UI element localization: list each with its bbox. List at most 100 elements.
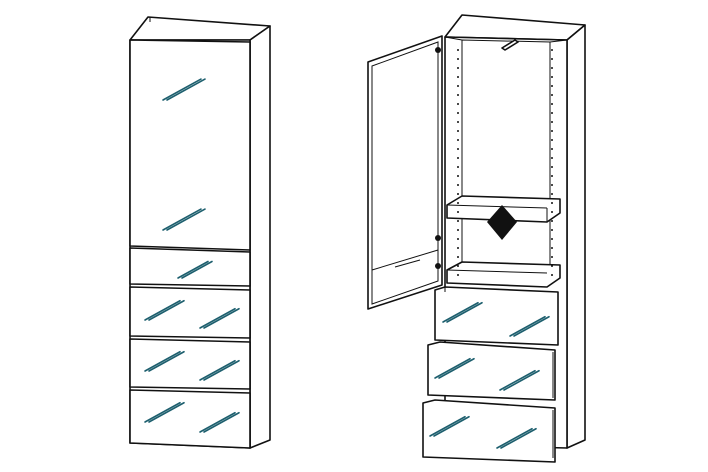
glass-reflection-line xyxy=(500,427,537,449)
shelf-hole xyxy=(551,265,553,267)
open-drawer xyxy=(434,286,559,346)
glass-reflection-line xyxy=(499,369,536,391)
shelf-hole xyxy=(551,67,553,69)
glass-reflection-line xyxy=(429,415,466,437)
shelf-hole xyxy=(551,157,553,159)
glass-reflection-line xyxy=(148,401,185,423)
shelf-hole xyxy=(457,112,459,114)
shelf-hole xyxy=(457,166,459,168)
shelf-hole xyxy=(551,94,553,96)
glass-reflections xyxy=(429,301,550,449)
hinge-icon xyxy=(435,47,441,53)
shelf-hole xyxy=(457,175,459,177)
glass-reflection-line xyxy=(433,415,470,437)
open-drawer xyxy=(422,399,556,463)
glass-reflections xyxy=(144,78,240,433)
shelf-hole xyxy=(457,49,459,51)
glass-reflection-line xyxy=(503,369,540,391)
shelf-hole xyxy=(551,211,553,213)
shelf-hole xyxy=(551,112,553,114)
shelf-hole xyxy=(551,139,553,141)
shelf-hole xyxy=(551,202,553,204)
open-door xyxy=(367,35,443,310)
shelf-hole xyxy=(551,256,553,258)
shelf-hole xyxy=(551,49,553,51)
cabinet-side xyxy=(249,25,271,449)
shelf-holes xyxy=(457,49,553,276)
shelf-hole xyxy=(457,94,459,96)
shelf-hole xyxy=(551,121,553,123)
glass-reflection-line xyxy=(434,357,471,379)
glass-reflection-line xyxy=(199,307,236,329)
shelf-hole xyxy=(457,211,459,213)
shelf-hole xyxy=(551,175,553,177)
shelf xyxy=(446,261,561,288)
shelf-hole xyxy=(457,184,459,186)
glass-door xyxy=(129,39,251,251)
shelf-hole xyxy=(551,148,553,150)
cabinet-side xyxy=(566,24,586,449)
glass-reflection-line xyxy=(509,315,546,337)
shelf-hole xyxy=(457,130,459,132)
glass-reflection-line xyxy=(496,427,533,449)
glass-reflection-line xyxy=(144,350,181,372)
shelf-hole xyxy=(551,238,553,240)
glass-reflection-line xyxy=(148,299,185,321)
glass-reflection-line xyxy=(162,208,202,231)
glass-reflection-line xyxy=(199,411,236,433)
hanging-rail xyxy=(501,39,519,51)
drawer xyxy=(129,389,251,449)
shelf-hole xyxy=(457,265,459,267)
shelf-hole xyxy=(551,193,553,195)
glass-reflection-line xyxy=(199,359,236,381)
shelf-hole xyxy=(457,229,459,231)
hinge-icon xyxy=(435,263,441,269)
glass-reflection-line xyxy=(446,301,483,323)
shelf-hole xyxy=(457,58,459,60)
shelf-hole xyxy=(457,193,459,195)
hinge-icon xyxy=(435,235,441,241)
glass-reflection-line xyxy=(166,208,206,231)
glass-reflection-line xyxy=(148,350,185,372)
closed-cabinet xyxy=(129,16,271,449)
shelf-hole xyxy=(551,247,553,249)
shelf-hole xyxy=(457,202,459,204)
glass-reflection-line xyxy=(162,78,202,101)
diamond-icon xyxy=(487,205,517,240)
glass-reflection-line xyxy=(166,78,206,101)
shelf-hole xyxy=(551,58,553,60)
drawer xyxy=(129,286,251,339)
shelf-hole xyxy=(551,85,553,87)
open-cabinet xyxy=(367,14,586,463)
shelf-hole xyxy=(457,220,459,222)
glass-reflection-line xyxy=(203,411,240,433)
shelf-hole xyxy=(551,76,553,78)
glass-reflection-line xyxy=(203,307,240,329)
drawer xyxy=(129,247,251,287)
glass-reflection-line xyxy=(144,299,181,321)
shelf-hole xyxy=(551,166,553,168)
shelf-hole xyxy=(457,247,459,249)
shelf-hole xyxy=(457,157,459,159)
shelf-hole xyxy=(457,76,459,78)
shelf-hole xyxy=(457,121,459,123)
glass-reflection-line xyxy=(144,401,181,423)
glass-reflection-line xyxy=(442,301,479,323)
cabinet-top xyxy=(129,16,271,41)
glass-reflection-line xyxy=(438,357,475,379)
shelf-hole xyxy=(457,256,459,258)
shelf-hole xyxy=(457,139,459,141)
glass-reflection-line xyxy=(177,260,209,279)
shelf-hole xyxy=(457,85,459,87)
shelf-hole xyxy=(457,103,459,105)
drawer xyxy=(129,338,251,390)
glass-reflection-line xyxy=(181,260,213,279)
cabinet-top xyxy=(444,14,586,41)
shelf-hole xyxy=(551,184,553,186)
open-drawer xyxy=(427,341,556,401)
shelf-hole xyxy=(457,274,459,276)
glass-reflection-line xyxy=(513,315,550,337)
shelf-hole xyxy=(457,148,459,150)
shelf-hole xyxy=(551,229,553,231)
